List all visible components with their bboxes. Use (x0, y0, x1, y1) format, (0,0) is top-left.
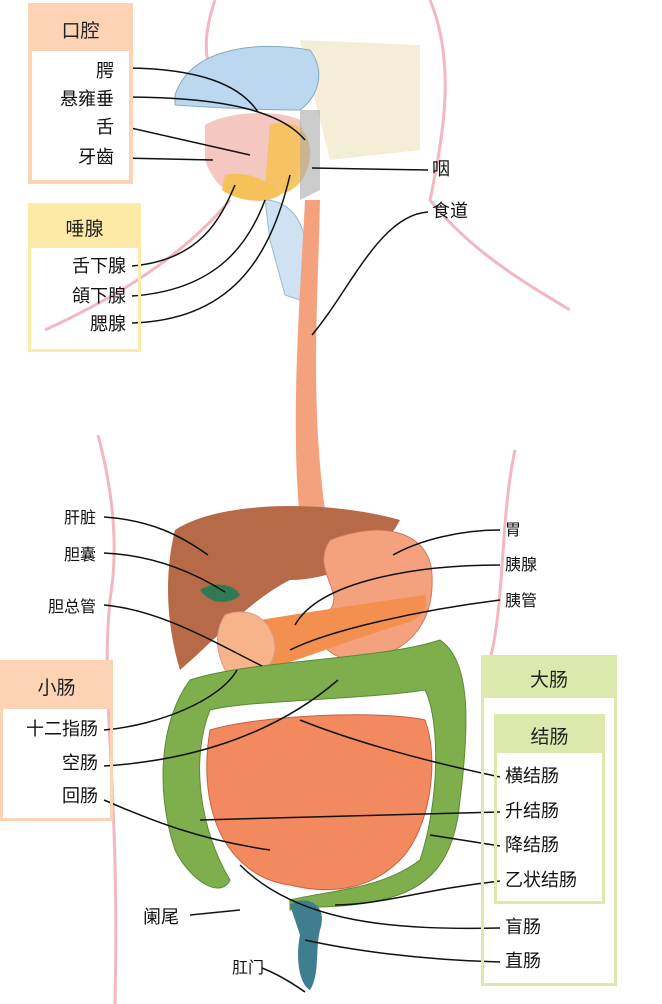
label-esophagus: 食道 (432, 201, 468, 222)
pharynx-shape (300, 110, 320, 200)
label-gallbladder: 胆囊 (63, 545, 96, 564)
gallbladder-shape (200, 584, 240, 602)
large-intestine-legend: 大肠 (481, 655, 617, 986)
skull-area (300, 40, 420, 160)
label-pharynx: 咽 (432, 159, 450, 180)
label-liver: 肝脏 (63, 508, 96, 527)
label-cecum: 盲肠 (505, 917, 541, 938)
pancreas-shape (260, 595, 427, 670)
colon-title: 结肠 (497, 717, 602, 753)
label-pancreatic-duct: 胰管 (505, 591, 538, 610)
larynx (264, 199, 306, 301)
label-parotid: 腮腺 (90, 314, 126, 335)
label-transverse-colon: 横结肠 (505, 766, 559, 787)
salivary-title: 唾腺 (31, 206, 138, 248)
label-descending-colon: 降结肠 (505, 835, 559, 856)
submandibular-gland (222, 173, 280, 201)
mouth-title: 口腔 (32, 7, 129, 51)
label-pancreas: 胰腺 (505, 555, 538, 574)
small-intestine-shape (206, 714, 433, 891)
label-duodenum: 十二指肠 (26, 719, 98, 740)
label-ileum: 回肠 (62, 786, 98, 807)
body-outline (44, 0, 571, 1004)
label-jejunum: 空肠 (62, 753, 98, 774)
label-anus: 肛门 (232, 958, 265, 977)
small-intestine-legend: 小肠 (0, 660, 113, 821)
salivary-legend: 唾腺 (28, 203, 141, 352)
colon-shape (162, 639, 467, 911)
label-tongue: 舌 (96, 117, 114, 138)
label-stomach: 胃 (505, 520, 522, 539)
label-sigmoid-colon: 乙状结肠 (505, 870, 577, 891)
leader-lines (103, 67, 501, 993)
label-submandibular: 頜下腺 (72, 286, 126, 307)
label-appendix: 阑尾 (143, 907, 179, 928)
esophagus-shape (295, 200, 325, 520)
label-palate: 腭 (96, 61, 114, 82)
small-intestine-title: 小肠 (3, 663, 110, 709)
colon-legend: 结肠 (494, 714, 605, 904)
parotid-gland (265, 122, 311, 194)
label-rectum: 直肠 (505, 951, 541, 972)
label-bile-duct: 胆总管 (47, 597, 96, 616)
mouth-legend: 口腔 (28, 3, 133, 184)
large-intestine-title: 大肠 (484, 658, 614, 698)
rectum-shape (290, 900, 323, 990)
nasal-cavity (174, 45, 320, 111)
label-uvula: 悬雍垂 (60, 89, 114, 110)
label-sublingual: 舌下腺 (72, 256, 126, 277)
label-ascending-colon: 升结肠 (505, 801, 559, 822)
label-teeth: 牙齒 (78, 147, 114, 168)
